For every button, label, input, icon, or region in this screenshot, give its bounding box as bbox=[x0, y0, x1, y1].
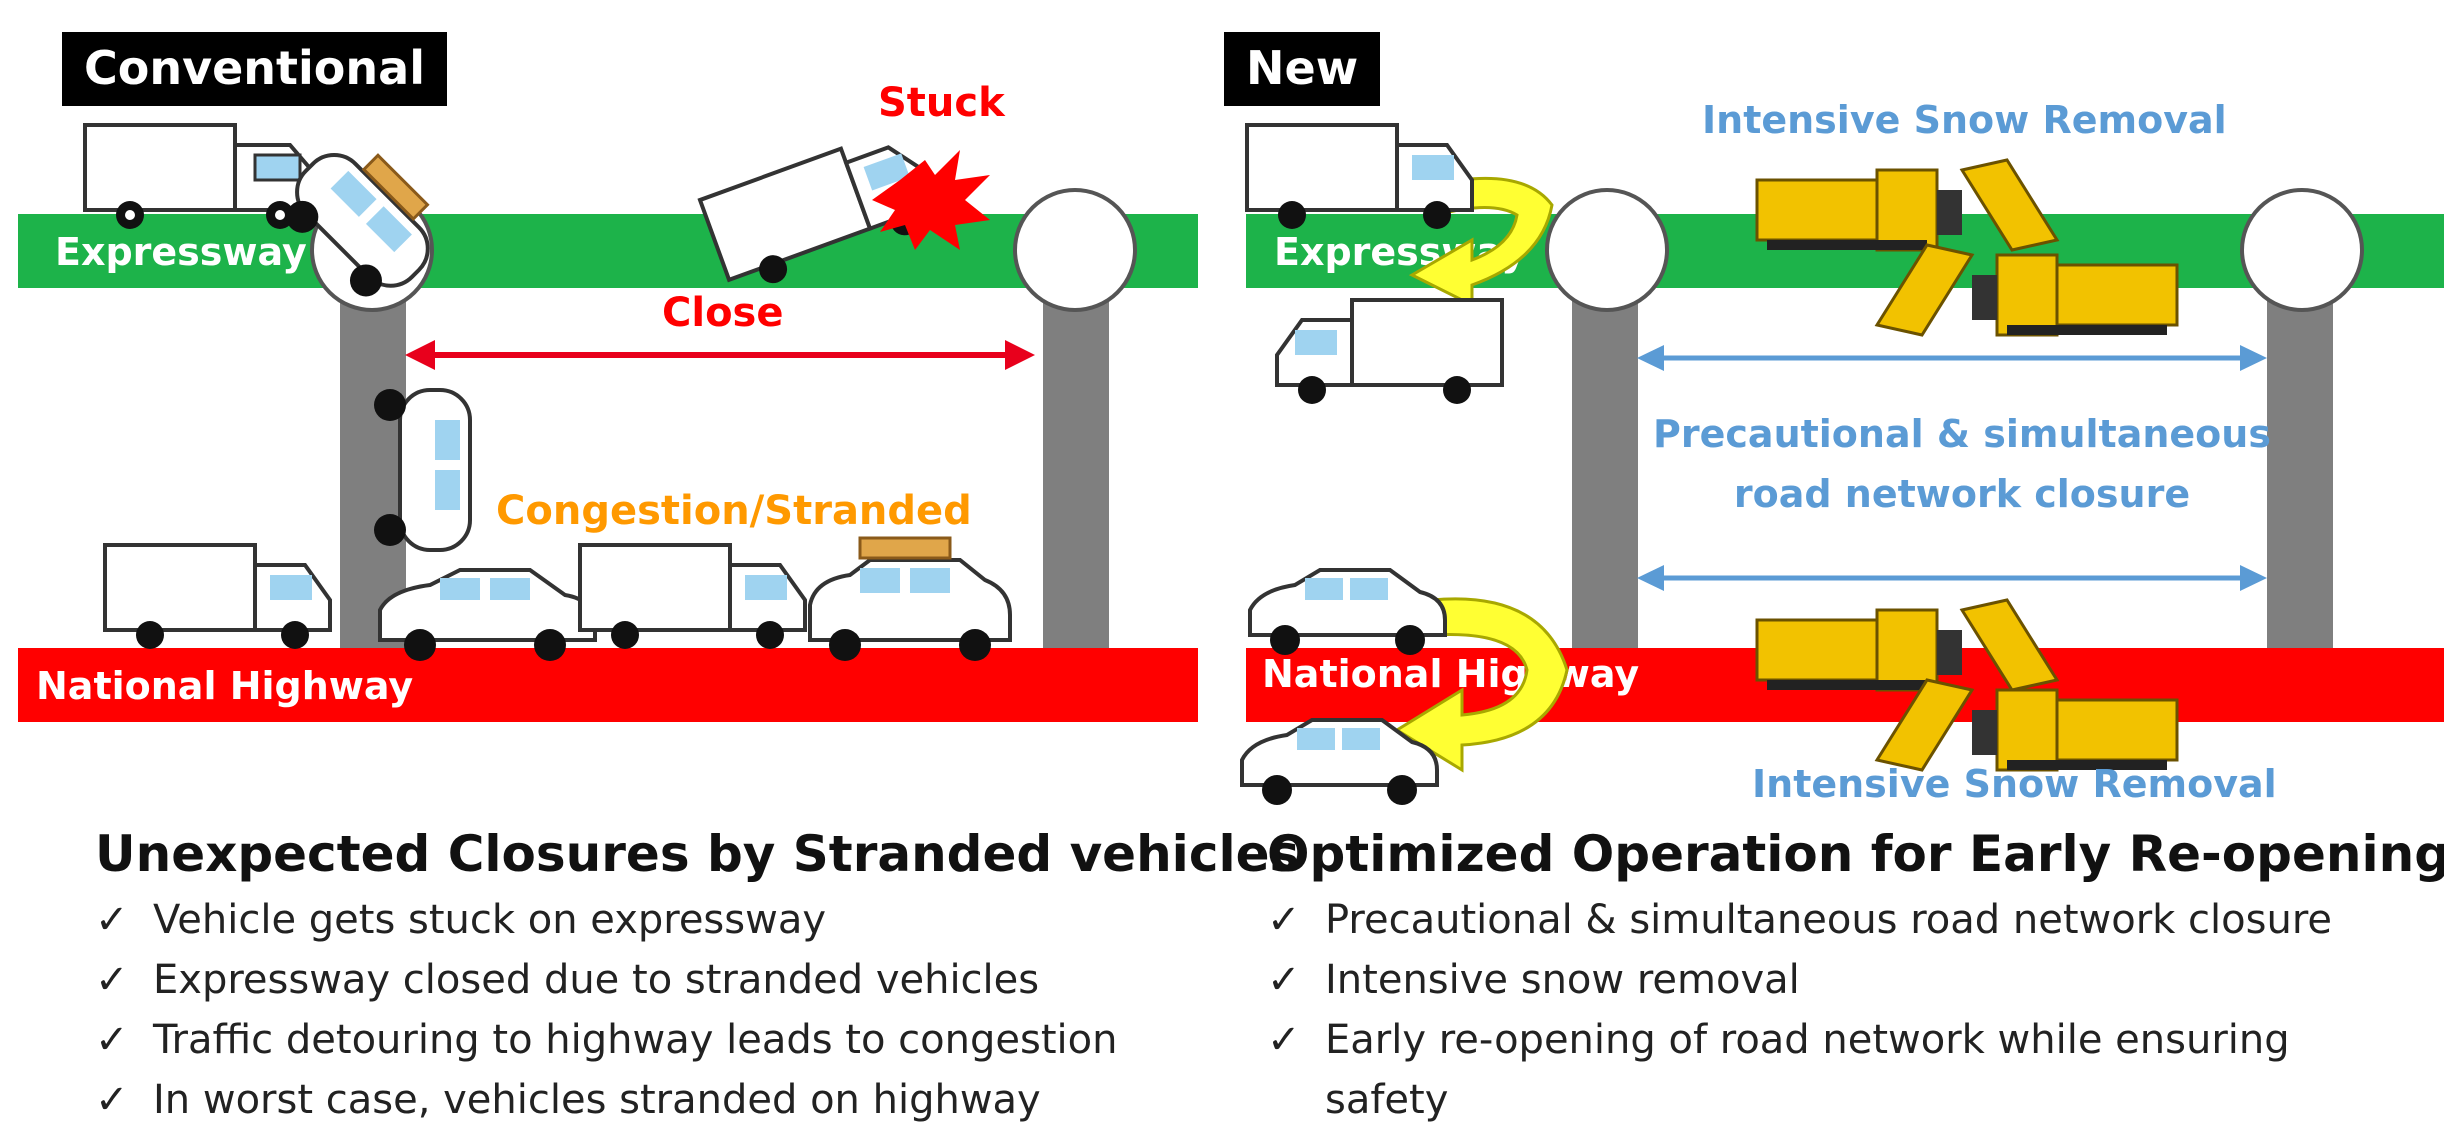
new-tag: New bbox=[1224, 32, 1381, 106]
snow-removal-top-label: Intensive Snow Removal bbox=[1702, 98, 2227, 142]
new-panel: New Expressway National Highway bbox=[1222, 0, 2444, 1128]
bullet-item: Traffic detouring to highway leads to co… bbox=[95, 1010, 1117, 1070]
close-arrow bbox=[405, 340, 1035, 370]
conventional-graphics bbox=[83, 123, 1137, 661]
pillar-right bbox=[1043, 280, 1109, 650]
truck-icon bbox=[83, 123, 322, 229]
pillar-right bbox=[2267, 280, 2333, 650]
stuck-burst-icon bbox=[872, 150, 990, 250]
bullet-item: Early re-opening of road network while e… bbox=[1267, 1010, 2332, 1070]
junction-circle-right bbox=[1013, 188, 1137, 312]
bullet-item: In worst case, vehicles stranded on high… bbox=[95, 1070, 1117, 1130]
congestion-label: Congestion/Stranded bbox=[496, 488, 972, 534]
detour-arrow-bottom bbox=[1394, 597, 1569, 773]
bullet-item: Precautional & simultaneous road network… bbox=[1267, 890, 2332, 950]
closure-arrow-bottom bbox=[1637, 565, 2267, 591]
closure-label-line1: Precautional & simultaneous bbox=[1653, 412, 2271, 456]
pillar-left bbox=[1572, 280, 1638, 650]
truck-icon bbox=[578, 543, 807, 649]
expressway-label: Expressway bbox=[55, 230, 307, 274]
new-bullet-list: Precautional & simultaneous road network… bbox=[1267, 890, 2332, 1130]
stuck-label: Stuck bbox=[878, 80, 1005, 126]
snowplow-icon bbox=[1874, 243, 2179, 337]
bullet-item: Expressway closed due to stranded vehicl… bbox=[95, 950, 1117, 1010]
national-highway-road bbox=[18, 648, 1198, 722]
national-highway-label: National Highway bbox=[36, 664, 414, 708]
close-label: Close bbox=[662, 290, 784, 336]
snow-removal-bottom-label: Intensive Snow Removal bbox=[1752, 762, 2277, 806]
national-highway-label: National Highway bbox=[1262, 652, 1640, 696]
snowplow-icon bbox=[1755, 158, 2060, 252]
truck-icon bbox=[1275, 298, 1504, 404]
truck-icon bbox=[1245, 123, 1474, 229]
truck-icon bbox=[103, 543, 332, 649]
car-vertical-icon bbox=[374, 388, 472, 552]
conventional-heading: Unexpected Closures by Stranded vehicles bbox=[95, 825, 1300, 883]
closure-arrow-top bbox=[1637, 345, 2267, 371]
closure-label-line2: road network closure bbox=[1733, 472, 2191, 516]
car-roofbox-icon bbox=[808, 536, 1012, 661]
car-icon bbox=[1240, 718, 1439, 805]
snowplow-icon bbox=[1755, 598, 2060, 692]
junction-circle-right bbox=[2240, 188, 2364, 312]
car-tilted-icon bbox=[286, 153, 430, 297]
snowplow-icon bbox=[1874, 678, 2179, 772]
car-icon bbox=[1248, 568, 1447, 655]
expressway-road bbox=[18, 214, 1198, 288]
new-graphics bbox=[1240, 123, 2364, 805]
car-icon bbox=[378, 568, 597, 661]
new-heading: Optimized Operation for Early Re-opening bbox=[1267, 825, 2444, 883]
conventional-tag: Conventional bbox=[62, 32, 447, 106]
bullet-item: Intensive snow removal bbox=[1267, 950, 2332, 1010]
conventional-panel: Conventional Expressway National Highway bbox=[0, 0, 1299, 1130]
pillar-left bbox=[340, 280, 406, 650]
junction-circle-left bbox=[1545, 188, 1669, 312]
bullet-item: Vehicle gets stuck on expressway bbox=[95, 890, 1117, 950]
conventional-bullet-list: Vehicle gets stuck on expressway Express… bbox=[95, 890, 1117, 1130]
bullet-item: safety bbox=[1325, 1077, 1449, 1123]
